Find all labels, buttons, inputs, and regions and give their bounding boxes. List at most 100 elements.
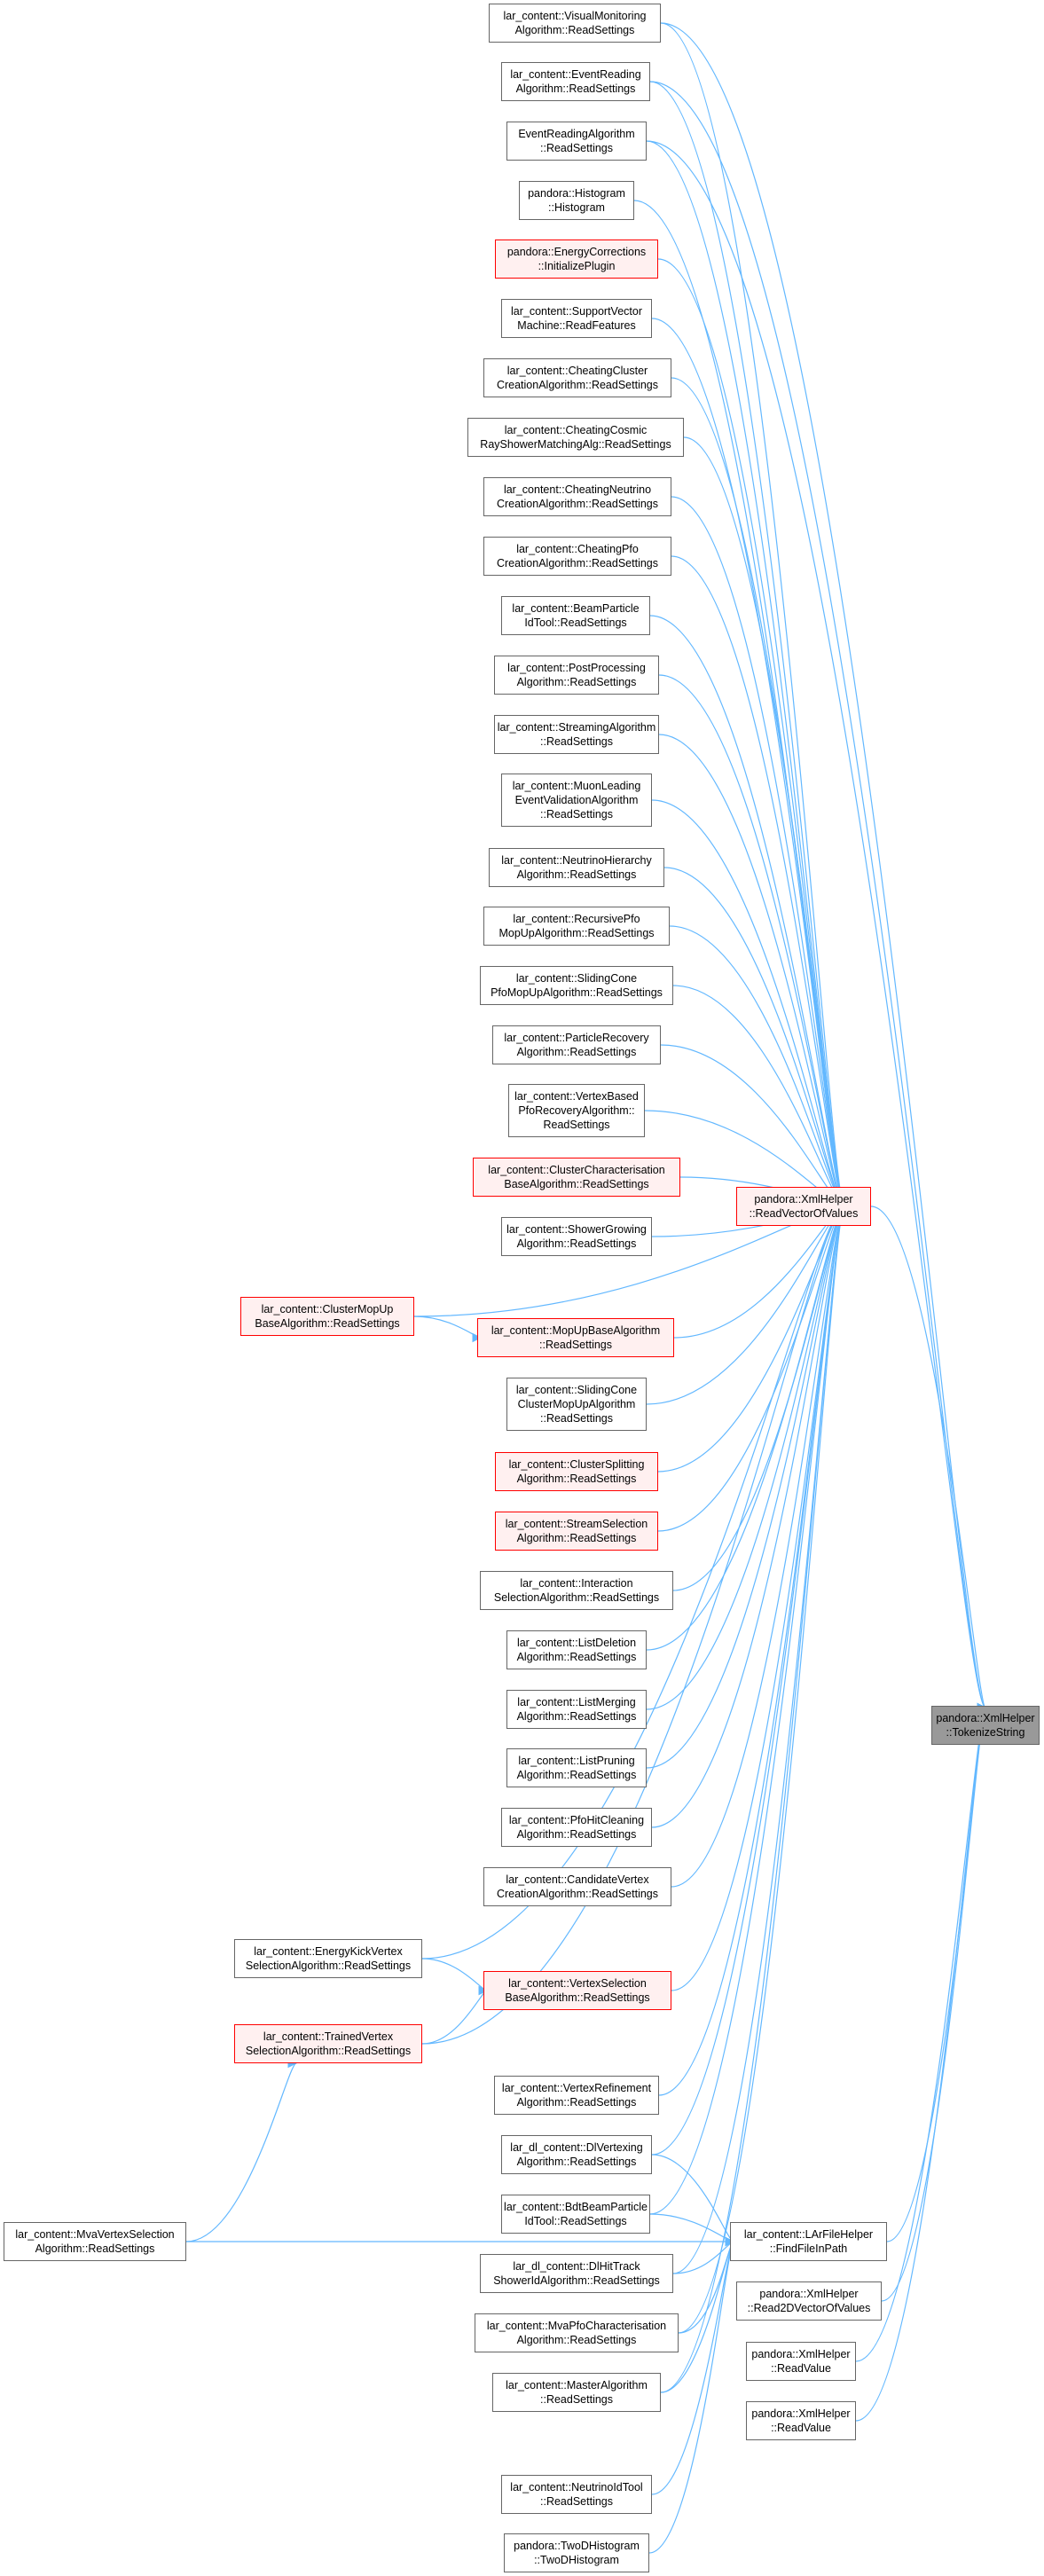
node-label-line: Algorithm::ReadSettings xyxy=(516,2156,637,2168)
node-label-line: lar_content::StreamSelection xyxy=(505,1518,648,1530)
node-label-line: lar_content::ListPruning xyxy=(518,1755,635,1767)
node-label-line: lar_content::TrainedVertex xyxy=(263,2030,394,2043)
node-label-line: Algorithm::ReadSettings xyxy=(516,2096,637,2109)
edge-postproc-to-rvov xyxy=(658,674,845,1212)
node-label-line: lar_content::CandidateVertex xyxy=(506,1873,649,1886)
node-label-line: lar_content::MasterAlgorithm xyxy=(506,2379,648,2391)
node-label-line: RayShowerMatchingAlg::ReadSettings xyxy=(480,438,671,451)
node-label-line: lar_content::ListMerging xyxy=(517,1696,636,1708)
node-label-line: lar_content::RecursivePfo xyxy=(513,913,640,925)
node-label-line: lar_content::VisualMonitoring xyxy=(503,10,647,22)
edge-event_lar-to-root xyxy=(649,81,987,1712)
node-label-line: ::ReadValue xyxy=(771,2362,831,2375)
edge-energy_kick-to-vtx_sel_base xyxy=(421,1958,489,1996)
node-label-line: lar_content::NeutrinoIdTool xyxy=(510,2481,643,2494)
edge-mva_pfo-to-rvov xyxy=(678,1202,845,2334)
node-label-line: pandora::XmlHelper xyxy=(751,2407,851,2420)
node-label-line: lar_dl_content::DlVertexing xyxy=(510,2141,643,2154)
node-label-line: ::ReadVectorOfValues xyxy=(749,1207,859,1220)
node-lar-file[interactable]: lar_content::LArFileHelper::FindFileInPa… xyxy=(730,2222,887,2261)
node-twod-hist[interactable]: pandora::TwoDHistogram::TwoDHistogram xyxy=(504,2533,649,2572)
node-histogram[interactable]: pandora::Histogram::Histogram xyxy=(519,181,634,220)
node-label-line: CreationAlgorithm::ReadSettings xyxy=(496,1888,659,1900)
node-label-line: Algorithm::ReadSettings xyxy=(516,1651,637,1663)
node-label-line: ::ReadSettings xyxy=(539,1339,612,1351)
node-rvov[interactable]: pandora::XmlHelper::ReadVectorOfValues xyxy=(736,1187,871,1226)
node-event-plain[interactable]: EventReadingAlgorithm::ReadSettings xyxy=(506,122,647,161)
node-label-line: Algorithm::ReadSettings xyxy=(516,2334,637,2346)
node-label-line: lar_content::EnergyKickVertex xyxy=(254,1945,403,1958)
node-label-line: lar_content::LArFileHelper xyxy=(743,2228,874,2241)
node-label-line: lar_content::MvaPfoCharacterisation xyxy=(486,2320,667,2332)
edge-cheat_cluster-to-rvov xyxy=(671,377,845,1211)
node-label-line: CreationAlgorithm::ReadSettings xyxy=(496,557,659,569)
node-label-line: lar_content::CheatingNeutrino xyxy=(503,483,652,496)
node-label-line: lar_content::SlidingCone xyxy=(515,972,638,985)
node-streaming[interactable]: lar_content::StreamingAlgorithm::ReadSet… xyxy=(494,715,659,754)
node-label-line: pandora::XmlHelper xyxy=(751,2348,851,2360)
node-master[interactable]: lar_content::MasterAlgorithm::ReadSettin… xyxy=(492,2373,661,2412)
node-label-line: ::TokenizeString xyxy=(946,1726,1025,1739)
node-label-line: IdTool::ReadSettings xyxy=(524,617,627,629)
node-label-line: ::ReadSettings xyxy=(540,2495,613,2508)
node-rv2[interactable]: pandora::XmlHelper::ReadValue xyxy=(746,2401,856,2440)
node-mopup-base[interactable]: lar_content::MopUpBaseAlgorithm::ReadSet… xyxy=(477,1318,674,1357)
node-label-line: lar_content::ShowerGrowing xyxy=(506,1223,647,1236)
edge-cheat_pfo-to-rvov xyxy=(671,555,845,1211)
node-label-line: ::ReadSettings xyxy=(540,142,613,154)
node-label-line: lar_content::ClusterMopUp xyxy=(261,1303,394,1315)
node-label-line: ::ReadSettings xyxy=(540,2393,613,2406)
edge-cheat_neutrino-to-rvov xyxy=(671,496,845,1211)
edge-cluster_mopup-to-mopup_base xyxy=(413,1315,483,1343)
node-label-line: Algorithm::ReadSettings xyxy=(516,1237,637,1250)
node-energy[interactable]: pandora::EnergyCorrections::InitializePl… xyxy=(495,240,658,279)
node-label-line: ClusterMopUpAlgorithm xyxy=(517,1398,636,1410)
node-label-line: Algorithm::ReadSettings xyxy=(516,1046,637,1058)
node-label-line: MopUpAlgorithm::ReadSettings xyxy=(498,927,655,939)
node-r2d[interactable]: pandora::XmlHelper::Read2DVectorOfValues xyxy=(736,2281,882,2321)
node-nu-id[interactable]: lar_content::NeutrinoIdTool::ReadSetting… xyxy=(501,2475,652,2514)
edge-pfo_hit-to-rvov xyxy=(651,1201,845,1828)
node-label-line: lar_content::PostProcessing xyxy=(507,662,646,674)
node-label-line: CreationAlgorithm::ReadSettings xyxy=(496,379,659,391)
edge-streaming-to-rvov xyxy=(658,734,845,1212)
node-rv1[interactable]: pandora::XmlHelper::ReadValue xyxy=(746,2342,856,2381)
edge-dl_hit-to-rvov xyxy=(672,1202,845,2274)
